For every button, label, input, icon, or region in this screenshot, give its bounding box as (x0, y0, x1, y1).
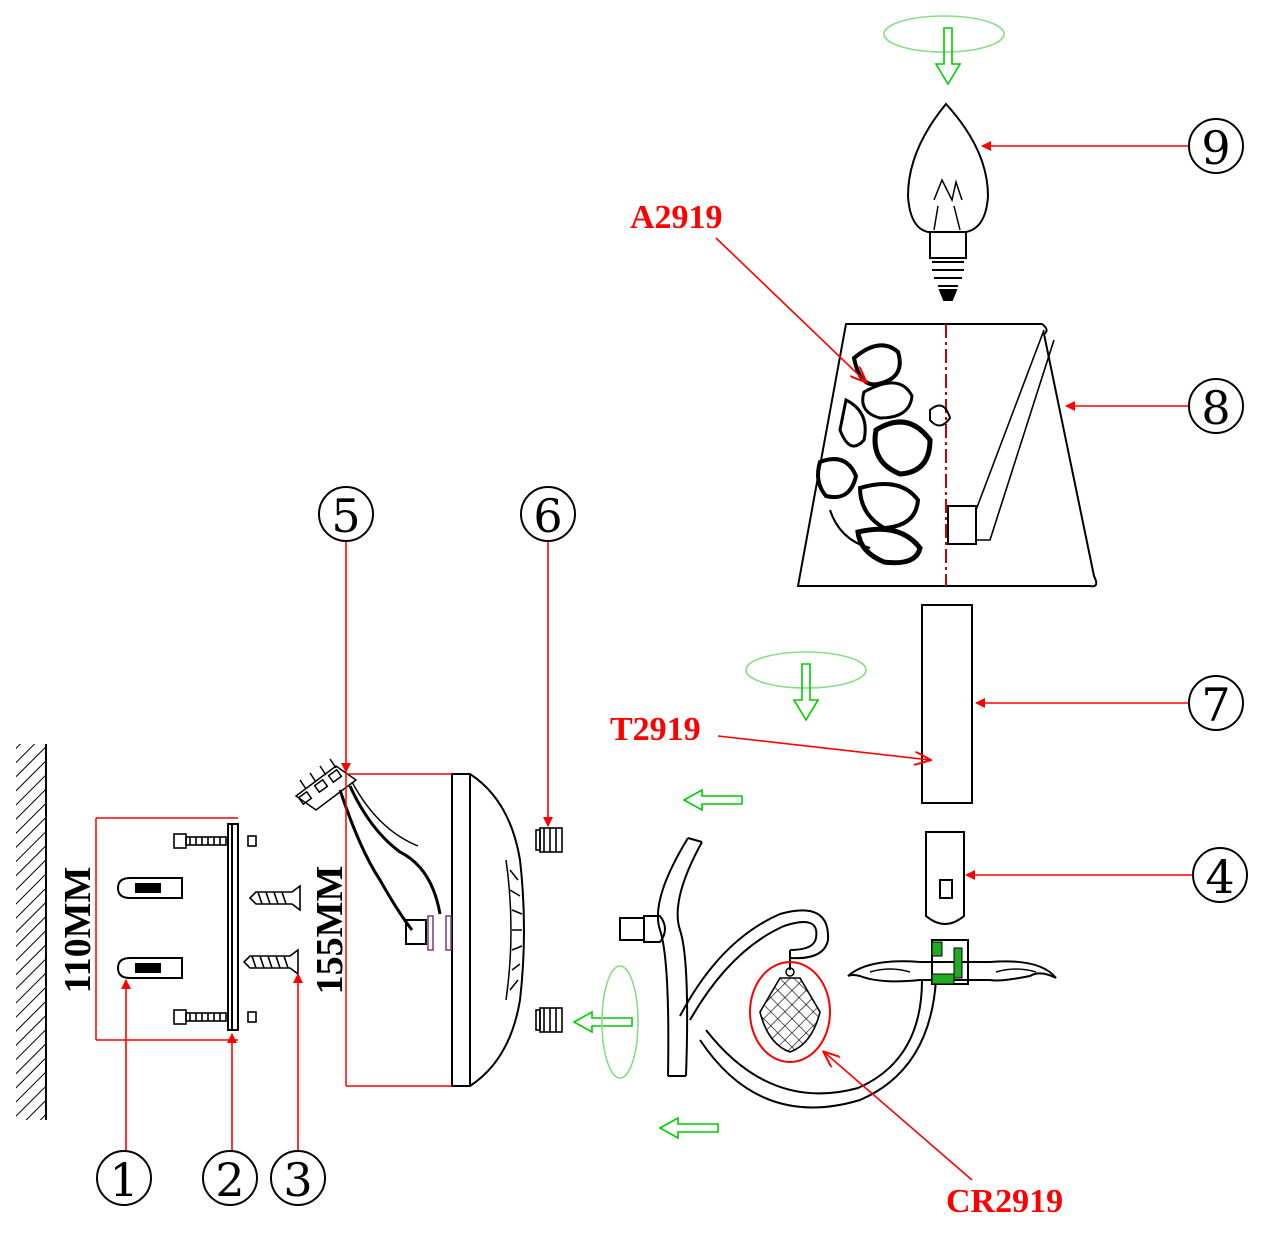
svg-text:7: 7 (1201, 678, 1230, 732)
svg-text:1: 1 (109, 1153, 138, 1207)
plate-bolt-lower (173, 1009, 257, 1025)
bulb-socket (925, 831, 965, 925)
assembly-arrows (572, 15, 1005, 1140)
plate-bolt-upper (173, 833, 257, 849)
callout-9: 9 (1188, 118, 1244, 175)
wood-screw-lower (242, 948, 299, 976)
terminal-block (294, 758, 358, 811)
wall-plug-upper (116, 877, 183, 899)
svg-text:9: 9 (1201, 121, 1230, 175)
drip-tray (847, 939, 1057, 985)
callout-2: 2 (202, 1150, 258, 1207)
lamp-arm (619, 837, 937, 1109)
cup-height-dimension: 155MM (309, 773, 452, 1087)
plate-height-dimension: 110MM (57, 817, 238, 1041)
callout-7: 7 (1188, 675, 1244, 732)
shade-code-label: A2919 (630, 199, 723, 236)
svg-text:5: 5 (331, 489, 360, 543)
svg-text:8: 8 (1201, 381, 1230, 435)
callout-1: 1 (96, 1150, 152, 1207)
crystal-pendant (749, 961, 831, 1063)
crystal-code-label: CR2919 (946, 1183, 1063, 1220)
candle-bulb (906, 102, 990, 301)
callout-6: 6 (520, 486, 576, 543)
candle-tube (921, 604, 973, 804)
callout-8: 8 (1188, 378, 1244, 435)
wall (16, 744, 47, 1120)
wall-plug-lower (116, 957, 183, 979)
tube-code-label: T2919 (610, 711, 701, 748)
cup-height-label: 155MM (309, 866, 351, 995)
callout-5: 5 (318, 486, 374, 543)
decorative-nut-lower (535, 1007, 563, 1033)
wall-cup (451, 773, 525, 1087)
wood-screw-upper (248, 884, 301, 912)
svg-text:6: 6 (533, 489, 562, 543)
callout-4: 4 (1192, 847, 1248, 904)
decorative-nut-upper (535, 827, 563, 853)
svg-text:4: 4 (1205, 850, 1234, 904)
svg-text:2: 2 (215, 1153, 244, 1207)
svg-text:3: 3 (283, 1153, 312, 1207)
lamp-shade (796, 323, 1098, 588)
leader-lines (121, 141, 1192, 1181)
wires (338, 781, 452, 951)
plate-height-label: 110MM (57, 867, 99, 994)
callout-3: 3 (270, 1150, 326, 1207)
mounting-plate (227, 823, 239, 1031)
